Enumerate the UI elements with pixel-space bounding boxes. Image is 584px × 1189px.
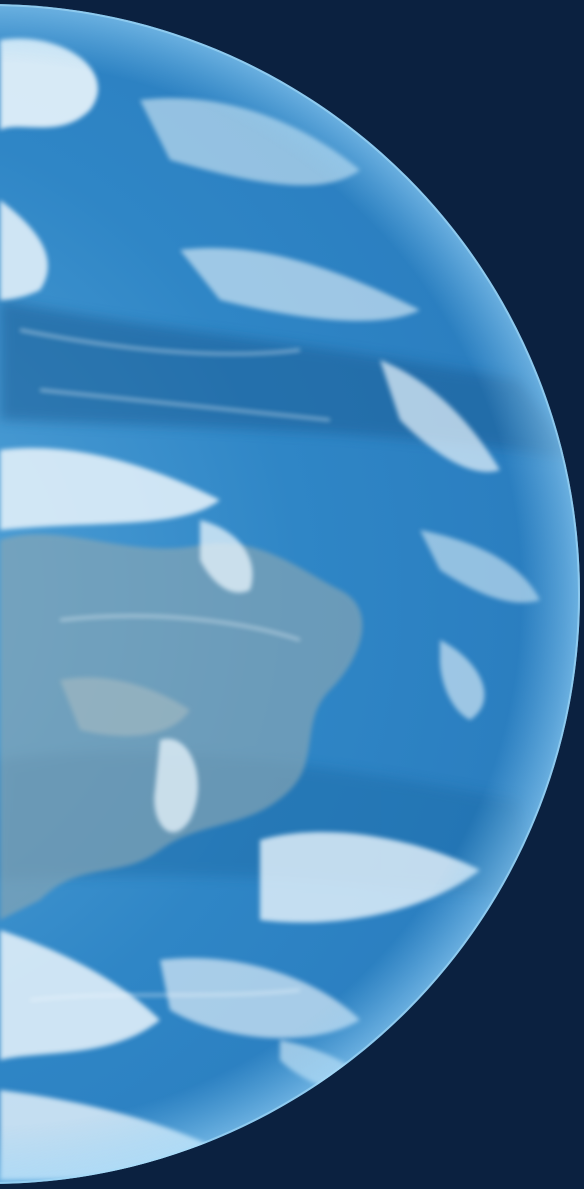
atmosphere-edge	[0, 4, 580, 1184]
atmosphere-limb	[0, 4, 580, 1184]
